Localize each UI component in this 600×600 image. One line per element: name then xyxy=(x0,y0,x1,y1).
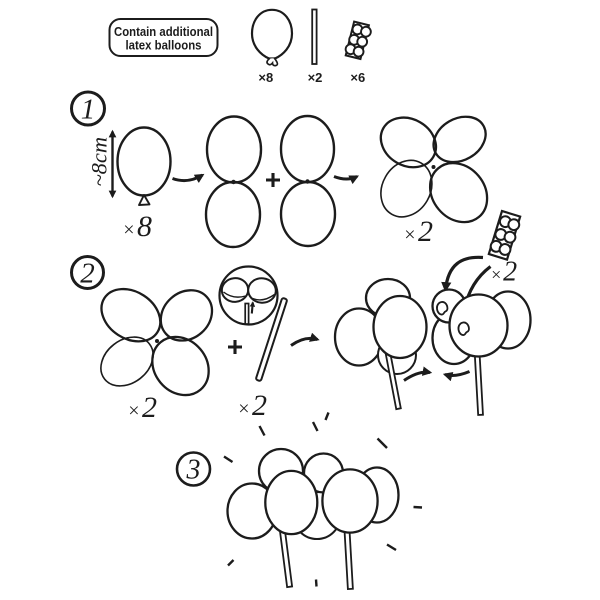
svg-text:latex balloons: latex balloons xyxy=(126,38,202,53)
svg-text:×2: ×2 xyxy=(237,389,267,422)
svg-text:×8: ×8 xyxy=(258,70,273,85)
svg-text:×2: ×2 xyxy=(403,215,433,248)
svg-text:×2: ×2 xyxy=(490,257,517,288)
svg-text:3: 3 xyxy=(186,455,201,486)
svg-text:1: 1 xyxy=(81,94,96,126)
svg-text:×2: ×2 xyxy=(127,391,157,424)
svg-text:Contain additional: Contain additional xyxy=(114,24,213,39)
svg-text:×6: ×6 xyxy=(350,70,365,85)
svg-text:×2: ×2 xyxy=(308,70,323,85)
svg-text:×8: ×8 xyxy=(122,210,152,243)
svg-text:~8cm: ~8cm xyxy=(87,137,112,187)
svg-text:2: 2 xyxy=(80,258,95,290)
